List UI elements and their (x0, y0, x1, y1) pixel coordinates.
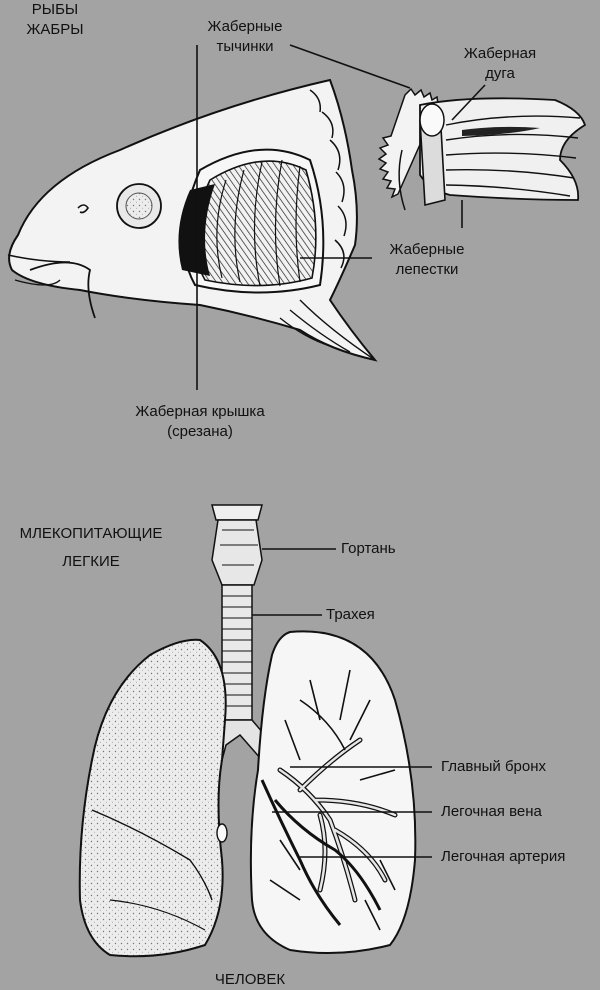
label-pulmonary-artery: Легочная артерия (441, 848, 566, 865)
fish-heading: РЫБЫ ЖАБРЫ (20, 0, 90, 40)
left-lung (78, 638, 228, 958)
label-gill-rakers: Жаберные тычинки (195, 17, 295, 57)
mammal-heading: МЛЕКОПИТАЮЩИЕ ЛЕГКИЕ (5, 524, 177, 572)
label-gill-filaments: Жаберные лепестки (372, 240, 482, 280)
label-gill-filaments-line1: Жаберные (389, 241, 465, 258)
label-pulmonary-vein: Легочная вена (441, 803, 542, 820)
label-operculum-line1: Жаберная крышка (135, 403, 265, 420)
label-gill-arch-line1: Жаберная (463, 45, 537, 62)
fish-heading-line2: ЖАБРЫ (26, 21, 84, 38)
label-larynx: Гортань (341, 540, 396, 557)
label-gill-rakers-line2: тычинки (216, 38, 274, 55)
label-trachea: Трахея (326, 606, 375, 623)
label-operculum-line2: (срезана) (167, 423, 233, 440)
mammal-heading-line1: МЛЕКОПИТАЮЩИЕ (19, 525, 163, 542)
label-operculum: Жаберная крышка (срезана) (115, 402, 285, 442)
fish-leader-lines (196, 44, 486, 390)
caption-human: ЧЕЛОВЕК (214, 971, 286, 988)
label-gill-arch: Жаберная дуга (450, 44, 550, 84)
label-main-bronchus: Главный бронх (441, 758, 547, 775)
label-gill-filaments-line2: лепестки (395, 261, 459, 278)
fish-head (7, 78, 378, 362)
fish-heading-line1: РЫБЫ (31, 1, 79, 18)
label-gill-arch-line2: дуга (485, 65, 515, 82)
right-lung (249, 630, 417, 955)
lung-leader-lines (252, 548, 432, 858)
mammal-heading-line2: ЛЕГКИЕ (62, 553, 120, 570)
gill-arch-detail (377, 87, 587, 211)
label-gill-rakers-line1: Жаберные (207, 18, 283, 35)
